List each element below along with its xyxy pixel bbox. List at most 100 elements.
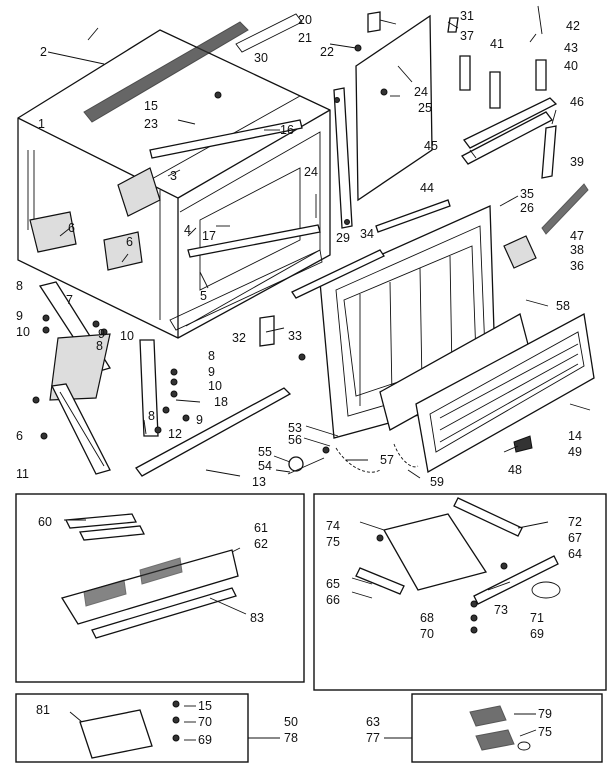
strip-34 [375, 199, 451, 233]
kit-box-63 [313, 493, 607, 691]
part-label: 47 [570, 229, 584, 243]
part-label: 46 [570, 95, 584, 109]
part-label: 15 [198, 699, 212, 713]
part-label: 64 [568, 547, 582, 561]
part-label: 73 [494, 603, 508, 617]
rail-13 [135, 387, 292, 477]
chain-57 [335, 443, 419, 473]
part-label: 2 [40, 45, 47, 59]
base-pan [169, 249, 323, 331]
control-box-26 [503, 235, 537, 269]
cabinet [17, 29, 331, 339]
part-label: 31 [460, 9, 474, 23]
part-label: 40 [564, 59, 578, 73]
part-label: 42 [566, 19, 580, 33]
part-label: 11 [16, 467, 29, 481]
part-label: 37 [460, 29, 474, 43]
upper-right-parts [447, 5, 589, 235]
kit-box-50 [15, 493, 305, 683]
part-label: 72 [568, 515, 582, 529]
part-label: 39 [570, 155, 584, 169]
part-label: 44 [420, 181, 434, 195]
part-label: 58 [556, 299, 570, 313]
part-label: 6 [68, 221, 75, 235]
part-label: 9 [16, 309, 23, 323]
kit-77-parts [469, 705, 531, 751]
part-label: 33 [288, 329, 302, 343]
motor-parts [287, 446, 330, 475]
part-label: 16 [280, 123, 294, 137]
part-label: 24 [414, 85, 428, 99]
part-label: 29 [336, 231, 350, 245]
part-label: 53 [288, 421, 302, 435]
front-grille [415, 312, 595, 474]
part-label: 32 [232, 331, 246, 345]
part-label: 6 [16, 429, 23, 443]
part-label: 54 [258, 459, 272, 473]
part-label: 9 [208, 365, 215, 379]
part-label: 15 [144, 99, 158, 113]
kit-63-parts [355, 497, 561, 634]
part-label: 36 [570, 259, 584, 273]
part-label: 61 [254, 521, 268, 535]
part-label: 68 [420, 611, 434, 625]
part-label: 69 [530, 627, 544, 641]
strip-33 [291, 249, 385, 299]
part-label: 49 [568, 445, 582, 459]
part-label: 45 [424, 139, 438, 153]
part-label: 34 [360, 227, 374, 241]
rail-17 [187, 224, 321, 258]
part-label: 21 [298, 31, 312, 45]
part-label: 24 [304, 165, 318, 179]
part-label: 8 [148, 409, 155, 423]
part-label: 22 [320, 45, 334, 59]
divider-rod [333, 87, 353, 229]
part-label: 8 [96, 339, 103, 353]
part-label: 62 [254, 537, 268, 551]
part-label: 5 [200, 289, 207, 303]
part-label: 9 [98, 327, 105, 341]
part-label: 17 [202, 229, 216, 243]
leader-lines [47, 19, 591, 741]
top-clips [214, 11, 381, 99]
top-insulation-strip [83, 13, 303, 123]
screw-25 [380, 88, 388, 96]
side-bracket-left [38, 281, 112, 475]
part-label: 14 [568, 429, 582, 443]
knob-48 [513, 435, 533, 453]
part-label: 81 [36, 703, 50, 717]
rail-16 [149, 119, 303, 159]
part-label: 74 [326, 519, 340, 533]
bracket-12 [139, 339, 159, 437]
part-label: 55 [258, 445, 272, 459]
part-label: 9 [196, 413, 203, 427]
hardware-washers [32, 314, 306, 440]
part-label: 78 [284, 731, 298, 745]
back-panel [355, 14, 433, 202]
kit-box-77 [411, 693, 603, 763]
part-label: 83 [250, 611, 264, 625]
part-label: 48 [508, 463, 522, 477]
part-label: 70 [198, 715, 212, 729]
part-label: 50 [284, 715, 298, 729]
part-label: 8 [16, 279, 23, 293]
part-label: 13 [252, 475, 266, 489]
part-label: 77 [366, 731, 380, 745]
part-label: 67 [568, 531, 582, 545]
part-label: 71 [530, 611, 544, 625]
part-label: 38 [570, 243, 584, 257]
part-label: 43 [564, 41, 578, 55]
part-label: 69 [198, 733, 212, 747]
part-label: 63 [366, 715, 380, 729]
part-label: 56 [288, 433, 302, 447]
part-label: 23 [144, 117, 158, 131]
part-label: 70 [420, 627, 434, 641]
kit-50-parts [60, 513, 239, 639]
part-label: 57 [380, 453, 394, 467]
part-label: 25 [418, 101, 432, 115]
part-label: 6 [126, 235, 133, 249]
part-label: 12 [168, 427, 182, 441]
part-label: 59 [430, 475, 444, 489]
part-label: 1 [38, 117, 45, 131]
